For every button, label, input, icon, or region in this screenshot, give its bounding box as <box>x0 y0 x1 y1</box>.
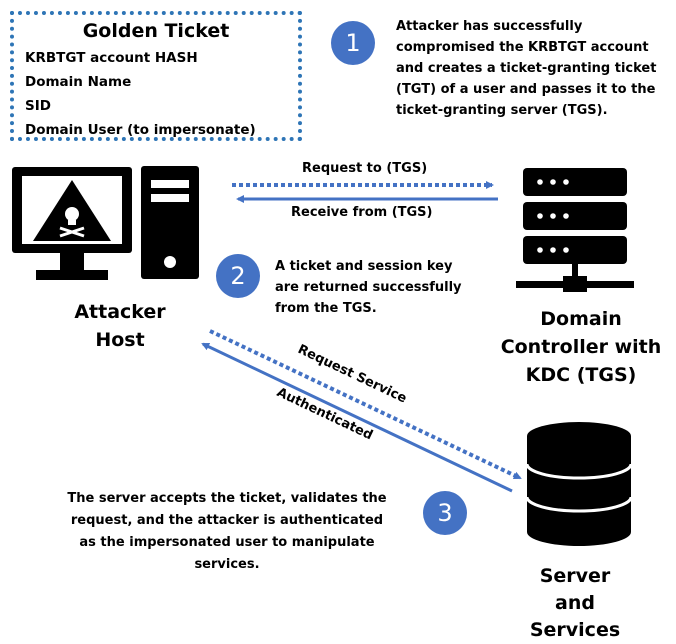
domain-controller-label: Domain Controller with KDC (TGS) <box>500 308 662 386</box>
request-service-arrow <box>209 329 522 480</box>
ticket-item-domain: Domain Name <box>25 74 132 90</box>
server-rack-icon <box>516 168 634 292</box>
database-icon <box>525 422 633 546</box>
ticket-item-user: Domain User (to impersonate) <box>25 122 256 138</box>
request-to-tgs-label: Request to (TGS) <box>302 161 428 176</box>
authenticated-label: Authenticated <box>274 385 375 443</box>
server-services-label: Server and Services <box>529 565 621 641</box>
step-3-badge: 3 <box>423 491 467 535</box>
ticket-item-hash: KRBTGT account HASH <box>25 50 198 66</box>
authenticated-arrow <box>201 342 513 493</box>
attacker-host-label: Attacker Host <box>74 301 166 351</box>
step-3-text: The server accepts the ticket, validates… <box>67 491 387 572</box>
golden-ticket-box <box>10 11 302 141</box>
step-1-text: Attacker has successfully compromised th… <box>396 19 657 118</box>
ticket-item-sid: SID <box>25 98 51 114</box>
monitor-warning-icon <box>12 167 132 280</box>
step-2-text: A ticket and session key are returned su… <box>275 259 462 316</box>
step-1-badge: 1 <box>331 21 375 65</box>
step-2-badge: 2 <box>216 254 260 298</box>
golden-ticket-title: Golden Ticket <box>82 20 230 42</box>
computer-tower-icon <box>141 166 199 279</box>
receive-from-tgs-label: Receive from (TGS) <box>291 205 433 220</box>
